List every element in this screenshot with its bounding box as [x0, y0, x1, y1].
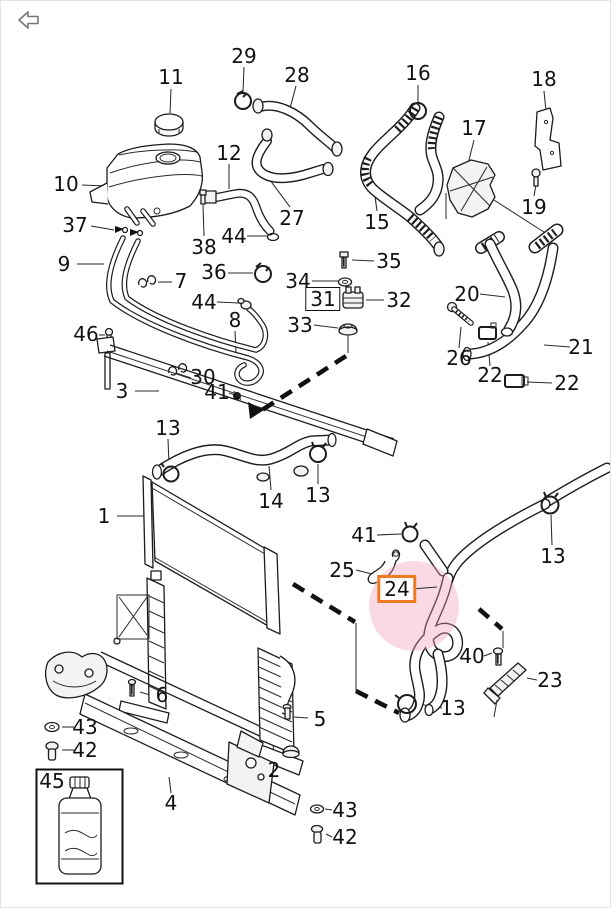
hose-14	[153, 434, 337, 482]
back-icon[interactable]	[15, 7, 43, 33]
callout-37[interactable]: 37	[62, 213, 88, 237]
callout-8[interactable]: 8	[228, 308, 242, 332]
callout-16[interactable]: 16	[405, 61, 431, 85]
plate-18	[532, 108, 561, 186]
radiator	[143, 476, 280, 634]
callout-20[interactable]: 20	[454, 282, 480, 306]
callout-31[interactable]: 31	[305, 287, 341, 311]
coolant-pipes	[109, 238, 266, 400]
leader-lines	[62, 67, 570, 837]
coolant-bottle-45	[37, 770, 123, 884]
callout-25[interactable]: 25	[329, 558, 355, 582]
callout-34[interactable]: 34	[285, 269, 311, 293]
callout-36[interactable]: 36	[201, 260, 227, 284]
callout-35[interactable]: 35	[376, 249, 402, 273]
callout-46[interactable]: 46	[73, 322, 99, 346]
callout-18[interactable]: 18	[531, 67, 557, 91]
sensor-stack	[255, 252, 363, 410]
hose-12	[200, 190, 279, 241]
callout-2[interactable]: 2	[267, 758, 281, 782]
callout-6[interactable]: 6	[155, 683, 169, 707]
retainer-clips-37	[115, 226, 143, 236]
callout-43b[interactable]: 43	[332, 798, 358, 822]
callout-45[interactable]: 45	[39, 769, 65, 793]
callout-33[interactable]: 33	[287, 313, 313, 337]
expansion-cap	[155, 114, 183, 136]
carrier-bar-3	[97, 329, 397, 457]
callout-17[interactable]: 17	[461, 116, 487, 140]
callout-32[interactable]: 32	[386, 288, 412, 312]
callout-11[interactable]: 11	[158, 65, 184, 89]
callout-13c[interactable]: 13	[540, 544, 566, 568]
callout-44a[interactable]: 44	[221, 224, 247, 248]
callout-7[interactable]: 7	[174, 269, 188, 293]
hose-assembly-15-16	[365, 103, 444, 256]
callout-12[interactable]: 12	[216, 141, 242, 165]
callout-42b[interactable]: 42	[332, 825, 358, 849]
callout-26[interactable]: 26	[446, 346, 472, 370]
callout-28[interactable]: 28	[284, 63, 310, 87]
callout-41a[interactable]: 41	[204, 380, 230, 404]
callout-23[interactable]: 23	[537, 668, 563, 692]
hose-27	[257, 129, 333, 178]
callout-38[interactable]: 38	[191, 235, 217, 259]
bracket-23	[484, 648, 526, 717]
callout-22a[interactable]: 22	[477, 363, 503, 387]
callout-4[interactable]: 4	[164, 791, 178, 815]
callout-10[interactable]: 10	[53, 172, 79, 196]
callout-5[interactable]: 5	[313, 707, 327, 731]
callout-19[interactable]: 19	[521, 195, 547, 219]
bracket-17	[446, 160, 547, 234]
callout-42a[interactable]: 42	[72, 738, 98, 762]
callout-22b[interactable]: 22	[554, 371, 580, 395]
callout-3[interactable]: 3	[115, 379, 129, 403]
callout-13d[interactable]: 13	[440, 696, 466, 720]
callout-29[interactable]: 29	[231, 44, 257, 68]
reference-lines	[293, 584, 503, 713]
callout-27[interactable]: 27	[279, 206, 305, 230]
callout-44b[interactable]: 44	[191, 290, 217, 314]
callout-13a[interactable]: 13	[155, 416, 181, 440]
callout-1[interactable]: 1	[97, 504, 111, 528]
callout-24[interactable]: 24	[377, 575, 417, 603]
callout-43a[interactable]: 43	[72, 715, 98, 739]
callout-30[interactable]: 30	[190, 365, 216, 389]
hose-assembly-20-21	[448, 230, 558, 387]
hose-assembly-24	[368, 468, 607, 722]
callout-14[interactable]: 14	[258, 489, 284, 513]
callout-41b[interactable]: 41	[351, 523, 377, 547]
crossmember-4	[45, 652, 324, 843]
callout-9[interactable]: 9	[57, 252, 71, 276]
callout-40[interactable]: 40	[459, 644, 485, 668]
callout-15[interactable]: 15	[364, 210, 390, 234]
support-frame	[98, 571, 303, 775]
expansion-tank	[90, 144, 202, 224]
callout-21[interactable]: 21	[568, 335, 594, 359]
callout-13b[interactable]: 13	[305, 483, 331, 507]
hose-28	[235, 91, 342, 156]
